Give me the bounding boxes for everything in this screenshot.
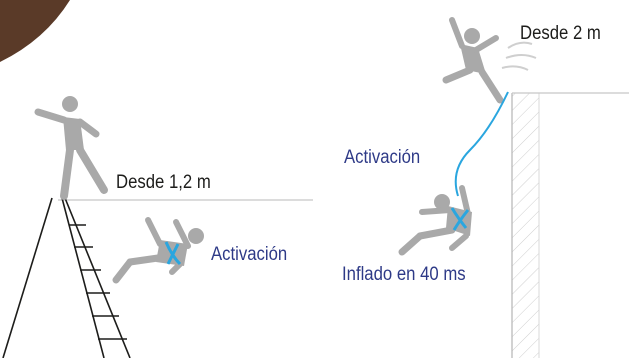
ladder [2,197,131,358]
lanyard [454,91,509,197]
label-inflated-40ms: Inflado en 40 ms [342,264,466,285]
building-wall [512,93,539,358]
label-from-1-2m: Desde 1,2 m [116,172,211,193]
label-activation-left: Activación [211,244,288,265]
label-activation-right: Activación [344,147,421,168]
person-standing-on-ladder [34,96,108,200]
airbag-harness-left [164,241,182,266]
motion-lines [501,41,537,71]
person-falling-left [112,217,204,284]
person-falling-from-edge [442,17,504,104]
label-from-2m: Desde 2 m [520,23,601,44]
airbag-harness-right [450,207,470,231]
corner-decoration [0,0,70,62]
